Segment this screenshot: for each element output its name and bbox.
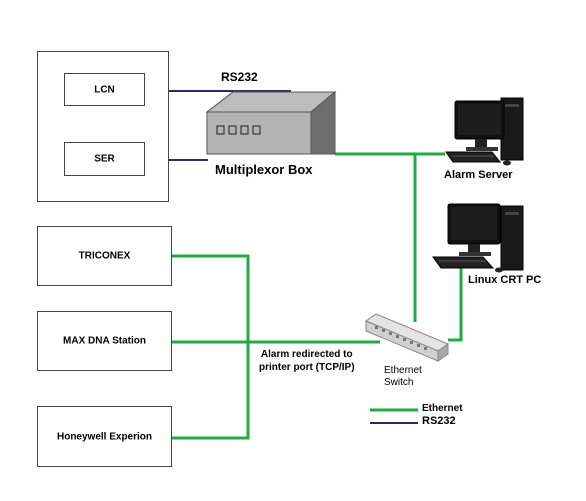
ethernet-line-triconex [172,254,250,440]
multiplexor-box-shape [205,90,337,155]
ethernet-switch-shape [364,313,450,362]
max-dna-box: MAX DNA Station [37,311,172,371]
rs232-top-label: RS232 [221,70,258,84]
triconex-label: TRICONEX [78,250,131,262]
alarm-redirect-label: Alarm redirected to printer port (TCP/IP… [259,349,355,373]
linux-pc-icon [432,203,524,273]
legend-ethernet-label: Ethernet [422,403,463,414]
ser-label: SER [94,153,115,165]
honeywell-label: Honeywell Experion [56,431,153,442]
ethernet-line-switch-linux [448,262,463,342]
alarm-server-label: Alarm Server [444,169,513,181]
linux-pc-label: Linux CRT PC [468,274,542,286]
max-dna-label: MAX DNA Station [63,335,146,347]
alarm-server-icon [445,97,524,166]
ser-box: SER [64,142,145,176]
legend-rs232-label: RS232 [422,415,456,427]
multiplexor-label: Multiplexor Box [215,162,313,177]
honeywell-box: Honeywell Experion [37,406,172,467]
ethernet-lines [172,152,463,440]
switch-label: Ethernet Switch [384,365,422,388]
lcn-box: LCN [64,73,145,106]
triconex-box: TRICONEX [37,226,172,286]
lcn-label: LCN [94,84,115,95]
